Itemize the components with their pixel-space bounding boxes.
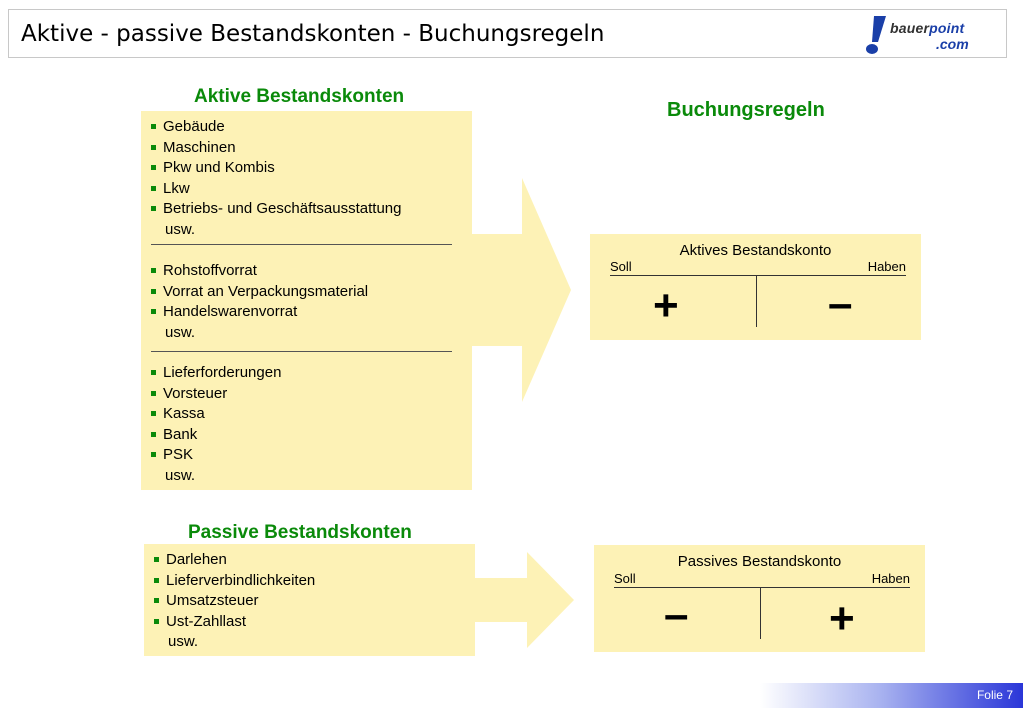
page-title: Aktive - passive Bestandskonten - Buchun…	[21, 21, 605, 47]
bullet-icon	[151, 185, 156, 191]
bullet-icon	[151, 206, 156, 212]
usw-label: usw.	[168, 633, 199, 651]
list-item: Kassa	[151, 404, 281, 425]
slide-number: Folie 7	[976, 688, 1013, 702]
bullet-icon	[151, 165, 156, 171]
list-item: Betriebs- und Geschäftsausstattung	[151, 199, 401, 220]
passive-panel	[144, 544, 475, 656]
list-item: Vorrat an Verpackungsmaterial	[151, 282, 368, 303]
passive-list: Darlehen Lieferverbindlichkeiten Umsatzs…	[154, 550, 315, 653]
arrow-right-icon	[470, 178, 571, 402]
list-item: Maschinen	[151, 138, 401, 159]
title-bar: Aktive - passive Bestandskonten - Buchun…	[8, 9, 1007, 58]
aktive-heading: Aktive Bestandskonten	[194, 86, 405, 107]
list-item: Rohstoffvorrat	[151, 261, 368, 282]
footer-bar: Folie 7	[760, 683, 1023, 708]
list-item: Vorsteuer	[151, 384, 281, 405]
buchungsregeln-heading: Buchungsregeln	[667, 99, 825, 121]
bullet-icon	[151, 288, 156, 294]
account-line	[610, 275, 906, 276]
list-item: PSK	[151, 445, 281, 466]
aktives-konto-title: Aktives Bestandskonto	[679, 242, 832, 259]
logo-mark-icon	[866, 16, 886, 54]
bullet-icon	[151, 144, 156, 150]
aktive-group3: Lieferforderungen Vorsteuer Kassa Bank P…	[151, 363, 281, 487]
aktives-konto-box: Aktives Bestandskonto Soll Haben + –	[590, 234, 921, 340]
bullet-icon	[151, 411, 156, 417]
bullet-icon	[151, 370, 156, 375]
aktive-panel	[141, 111, 472, 490]
minus-sign: –	[828, 279, 853, 328]
divider	[151, 351, 452, 352]
logo-text-line2: .com	[936, 36, 969, 52]
minus-sign: –	[664, 590, 689, 639]
arrow-right-icon	[473, 552, 574, 648]
bauerpoint-logo: bauerpoint .com	[864, 14, 994, 56]
list-item: Gebäude	[151, 117, 401, 138]
account-divider	[756, 275, 757, 327]
passives-konto-box: Passives Bestandskonto Soll Haben – +	[594, 545, 925, 652]
soll-label: Soll	[614, 571, 636, 586]
logo-text-line1: bauerpoint	[890, 20, 965, 36]
bullet-icon	[151, 268, 156, 273]
list-item: Ust-Zahllast	[154, 612, 315, 633]
list-item: Lieferverbindlichkeiten	[154, 571, 315, 592]
divider	[151, 244, 452, 245]
usw-label: usw.	[165, 220, 196, 238]
bullet-icon	[151, 431, 156, 437]
list-item: Umsatzsteuer	[154, 591, 315, 612]
bullet-icon	[154, 557, 159, 562]
bullet-icon	[151, 390, 156, 396]
bullet-icon	[151, 452, 156, 458]
plus-sign: +	[829, 594, 855, 643]
list-item: Pkw und Kombis	[151, 158, 401, 179]
bullet-icon	[154, 577, 159, 583]
plus-sign: +	[653, 281, 679, 330]
list-item: Bank	[151, 425, 281, 446]
passive-heading: Passive Bestandskonten	[188, 522, 412, 543]
usw-label: usw.	[165, 323, 196, 341]
list-item: Handelswarenvorrat	[151, 302, 368, 323]
account-divider	[760, 587, 761, 639]
list-item: Lkw	[151, 179, 401, 200]
list-item: Darlehen	[154, 550, 315, 571]
soll-label: Soll	[610, 259, 632, 274]
haben-label: Haben	[867, 259, 906, 274]
aktive-group2: Rohstoffvorrat Vorrat an Verpackungsmate…	[151, 261, 368, 343]
passives-konto-title: Passives Bestandskonto	[677, 553, 842, 570]
bullet-icon	[151, 124, 156, 129]
bullet-icon	[154, 618, 159, 624]
aktive-group1: Gebäude Maschinen Pkw und Kombis Lkw Bet…	[151, 117, 401, 241]
bullet-icon	[151, 309, 156, 315]
list-item: Lieferforderungen	[151, 363, 281, 384]
usw-label: usw.	[165, 466, 196, 484]
haben-label: Haben	[871, 571, 910, 586]
bullet-icon	[154, 598, 159, 604]
account-line	[614, 587, 910, 588]
